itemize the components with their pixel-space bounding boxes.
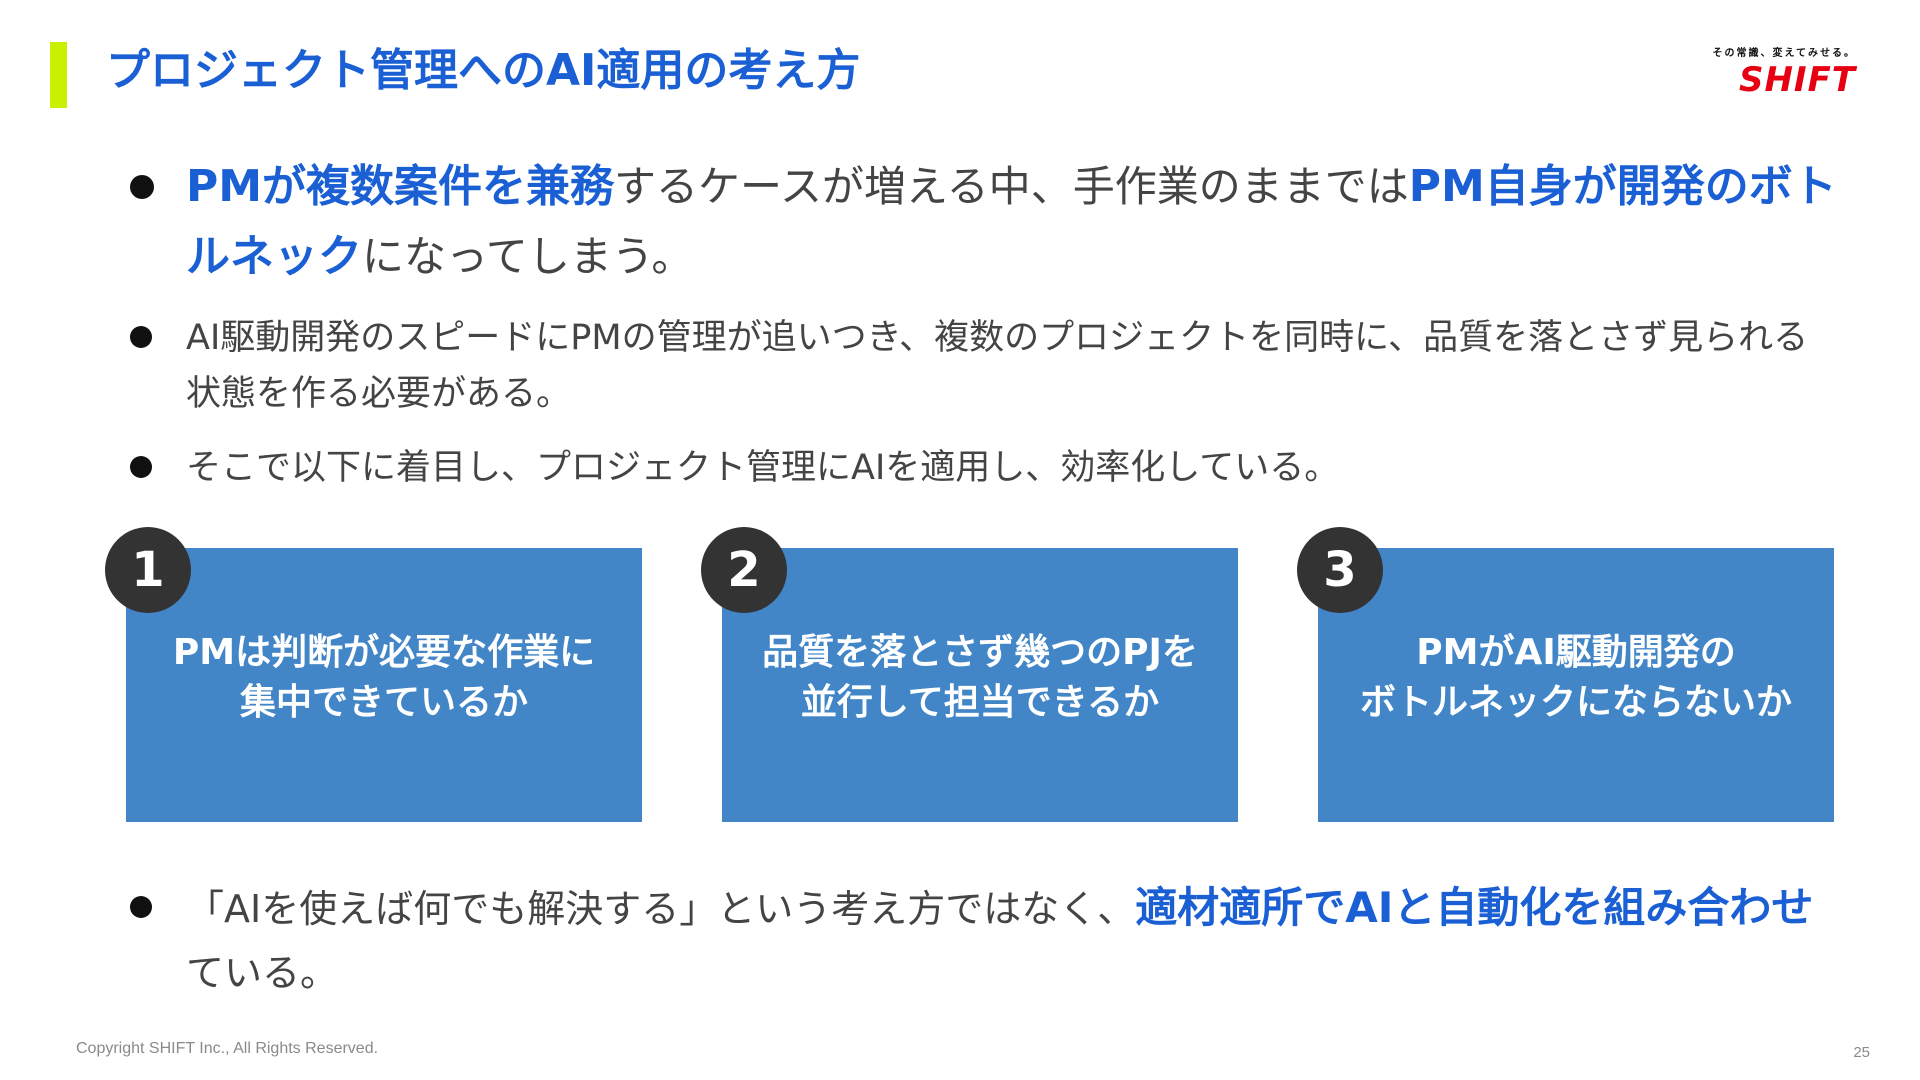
focus-box-1: PMは判断が必要な作業に 集中できているか <box>126 548 642 822</box>
focus-box-2-text: 品質を落とさず幾つのPJを 並行して担当できるか <box>722 628 1238 728</box>
bullet-1-highlight-2: PM自身が開発のボトルネック <box>186 161 1837 282</box>
focus-box-1-line-2: 集中できているか <box>239 682 528 723</box>
focus-box-2-line-1: 品質を落とさず幾つのPJを <box>762 632 1198 673</box>
bullet-dot-icon <box>130 456 152 478</box>
copyright-footer: Copyright SHIFT Inc., All Rights Reserve… <box>76 1040 379 1057</box>
bullet-dot-icon <box>130 175 154 199</box>
bullet-1-highlight-1: PMが複数案件を兼務 <box>186 161 615 212</box>
number-badge-3: 3 <box>1297 527 1383 613</box>
focus-box-1-text: PMは判断が必要な作業に 集中できているか <box>126 628 642 728</box>
page-number: 25 <box>1853 1044 1870 1061</box>
bullet-3-text: そこで以下に着目し、プロジェクト管理にAIを適用し、効率化している。 <box>186 448 1340 488</box>
bullet-1-text-2: になってしまう。 <box>362 232 694 281</box>
bullet-2: AI駆動開発のスピードにPMの管理が追いつき、複数のプロジェクトを同時に、品質を… <box>130 310 1840 422</box>
focus-box-3: PMがAI駆動開発の ボトルネックにならないか <box>1318 548 1834 822</box>
focus-box-1-line-1: PMは判断が必要な作業に <box>172 632 596 673</box>
bullet-3: そこで以下に着目し、プロジェクト管理にAIを適用し、効率化している。 <box>130 440 1840 496</box>
number-badge-1: 1 <box>105 527 191 613</box>
title-accent-bar <box>50 42 67 108</box>
slide-title: プロジェクト管理へのAI適用の考え方 <box>106 45 861 96</box>
bullet-4-text-2: ている。 <box>186 951 339 995</box>
bullet-4-highlight-1: 適材適所でAIと自動化を組み合わせ <box>1135 883 1814 932</box>
bullet-2-text: AI駆動開発のスピードにPMの管理が追いつき、複数のプロジェクトを同時に、品質を… <box>186 318 1809 414</box>
logo-tagline: その常識、変えてみせる。 <box>1712 48 1856 59</box>
bullet-1-text: PMが複数案件を兼務するケースが増える中、手作業のままではPM自身が開発のボトル… <box>186 152 1840 292</box>
bullet-4-text-1: 「AIを使えば何でも解決する」という考え方ではなく、 <box>186 887 1136 931</box>
focus-box-2: 品質を落とさず幾つのPJを 並行して担当できるか <box>722 548 1238 822</box>
bullet-dot-icon <box>130 326 152 348</box>
logo-wordmark: SHIFT <box>1738 60 1856 100</box>
bullet-4: 「AIを使えば何でも解決する」という考え方ではなく、適材適所でAIと自動化を組み… <box>130 876 1840 1005</box>
bullet-dot-icon <box>130 896 152 918</box>
focus-box-3-line-2: ボトルネックにならないか <box>1359 682 1792 723</box>
number-badge-2: 2 <box>701 527 787 613</box>
bullet-1-text-1: するケースが増える中、手作業のままでは <box>614 162 1409 211</box>
bullet-1: PMが複数案件を兼務するケースが増える中、手作業のままではPM自身が開発のボトル… <box>130 152 1840 292</box>
shift-logo: その常識、変えてみせる。 SHIFT <box>1686 48 1856 104</box>
focus-box-3-line-1: PMがAI駆動開発の <box>1416 632 1736 673</box>
bullet-4-text: 「AIを使えば何でも解決する」という考え方ではなく、適材適所でAIと自動化を組み… <box>186 876 1840 1005</box>
focus-box-2-line-2: 並行して担当できるか <box>800 682 1160 723</box>
focus-box-3-text: PMがAI駆動開発の ボトルネックにならないか <box>1318 628 1834 728</box>
